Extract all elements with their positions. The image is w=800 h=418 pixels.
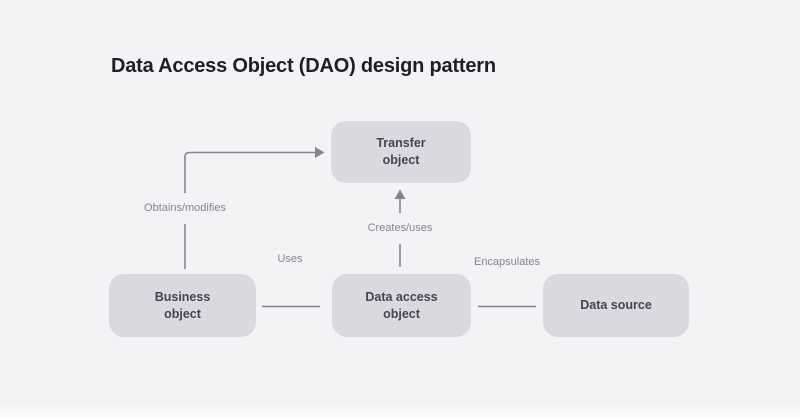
edge-label-uses: Uses bbox=[277, 253, 303, 265]
node-data-access-object: Data access object bbox=[332, 274, 471, 337]
node-business-object: Business object bbox=[109, 274, 256, 337]
edge-label-creates-uses: Creates/uses bbox=[367, 222, 433, 234]
arrow-business-to-transfer-arrowhead bbox=[315, 147, 325, 158]
page-title: Data Access Object (DAO) design pattern bbox=[111, 55, 496, 77]
edge-label-encapsulates: Encapsulates bbox=[473, 256, 541, 268]
node-data-source-label: Data source bbox=[580, 298, 652, 313]
node-business-object-label: Business object bbox=[154, 289, 211, 321]
node-transfer-object-label: Transfer object bbox=[376, 136, 426, 167]
node-transfer-object: Transfer object bbox=[331, 121, 471, 183]
edge-label-obtains-modifies: Obtains/modifies bbox=[144, 202, 226, 214]
arrow-business-to-transfer-elbow-segment bbox=[184, 151, 315, 193]
node-data-source: Data source bbox=[543, 274, 689, 337]
arrow-data-access-to-transfer-arrowhead bbox=[394, 189, 406, 199]
node-data-access-object-label: Data access object bbox=[365, 289, 438, 321]
